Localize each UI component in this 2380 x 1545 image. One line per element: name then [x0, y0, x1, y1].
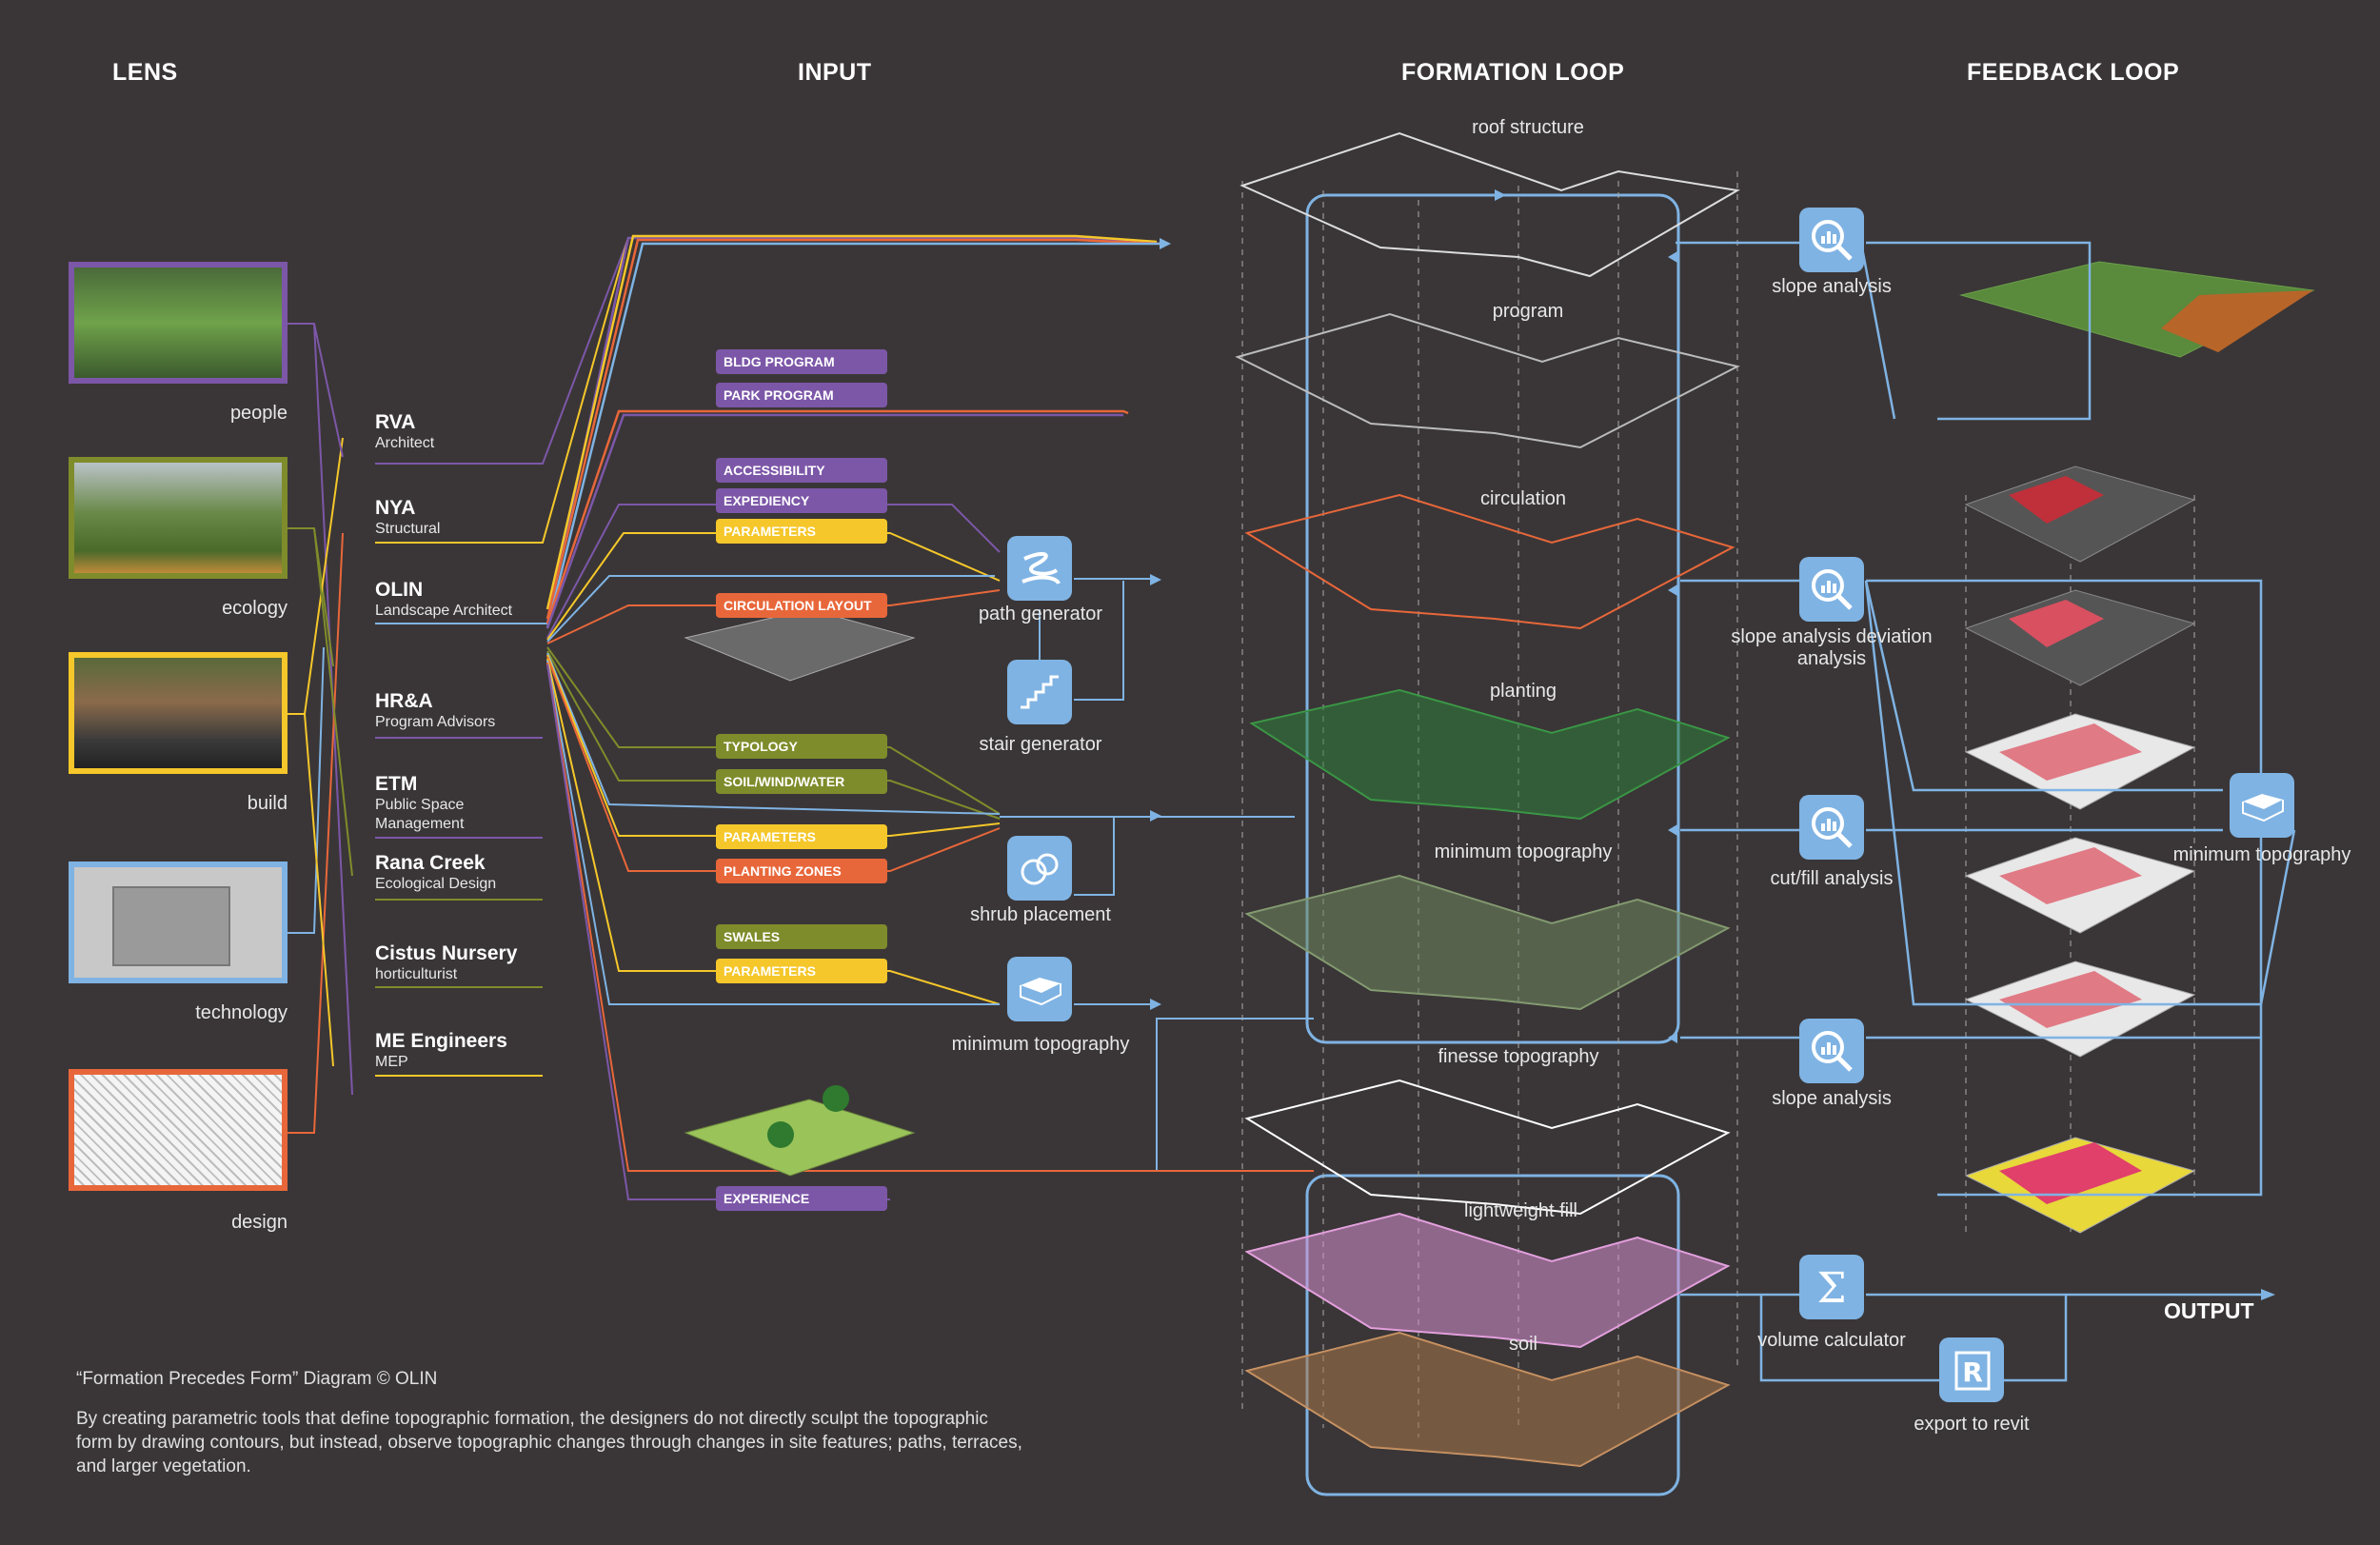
firm-name: OLIN — [375, 579, 424, 601]
lens-technology-screenshot — [69, 862, 288, 983]
firm-name: HR&A — [375, 690, 433, 712]
minimum-topography-icon — [2230, 773, 2294, 838]
tag-expediency: EXPEDIENCY — [716, 488, 887, 513]
diagram-description: By creating parametric tools that define… — [76, 1409, 1022, 1476]
revit-icon: R — [1939, 1337, 2004, 1402]
lens-build-label: build — [247, 793, 288, 814]
slope-analysis-icon — [1799, 1019, 1864, 1083]
firm-nya: NYA Structural — [375, 497, 440, 539]
layer-finesse-topography: finesse topography — [1438, 1046, 1599, 1067]
tag-bldg-program: BLDG PROGRAM — [716, 349, 887, 374]
firm-hra: HR&A Program Advisors — [375, 690, 495, 732]
firm-name: ETM — [375, 773, 418, 795]
minimum-topography-tool-icon — [1007, 957, 1072, 1021]
tag-parameters: PARAMETERS — [716, 519, 887, 544]
slope-deviation-analysis-icon — [1799, 557, 1864, 622]
svg-text:Σ: Σ — [1816, 1264, 1846, 1313]
stair-generator-icon — [1007, 660, 1072, 724]
layer-minimum-topography: minimum topography — [1434, 842, 1613, 862]
minimum-topography-tool-label: minimum topography — [951, 1034, 1130, 1055]
tag-accessibility: ACCESSIBILITY — [716, 458, 887, 483]
tag-parameters: PARAMETERS — [716, 824, 887, 849]
layer-roof-structure: roof structure — [1472, 117, 1584, 138]
path-generator-label: path generator — [978, 604, 1103, 624]
header-feedback-loop: FEEDBACK LOOP — [1967, 59, 2180, 86]
tag-experience: EXPERIENCE — [716, 1186, 887, 1211]
diagram-caption: “Formation Precedes Form” Diagram © OLIN — [76, 1369, 438, 1389]
svg-text:R: R — [1962, 1357, 1983, 1388]
slope-deviation-analysis-label: slope analysis deviation analysis — [1731, 626, 1933, 669]
lens-ecology-label: ecology — [222, 598, 288, 619]
lens-design-sketch — [69, 1069, 288, 1191]
tag-swales: SWALES — [716, 924, 887, 949]
volume-calculator-label: volume calculator — [1757, 1330, 1906, 1351]
minimum-topography-right-label: minimum topography — [2172, 844, 2351, 865]
slope-analysis-label-2: slope analysis — [1772, 1088, 1892, 1109]
firm-name: NYA — [375, 497, 416, 519]
tag-parameters: PARAMETERS — [716, 959, 887, 983]
firm-role: Program Advisors — [375, 714, 496, 730]
tag-soil-wind-water: SOIL/WIND/WATER — [716, 769, 887, 794]
firm-role: MEP — [375, 1054, 408, 1070]
firm-rva: RVA Architect — [375, 411, 434, 453]
firm-name: ME Engineers — [375, 1030, 507, 1052]
header-formation-loop: FORMATION LOOP — [1401, 59, 1625, 86]
firm-cistus-nursery: Cistus Nursery horticulturist — [375, 942, 517, 984]
firm-olin: OLIN Landscape Architect — [375, 579, 512, 621]
lens-people-label: people — [229, 403, 288, 424]
cut-fill-analysis-label: cut/fill analysis — [1770, 868, 1894, 889]
cut-fill-analysis-icon — [1799, 795, 1864, 860]
layer-circulation: circulation — [1479, 488, 1567, 509]
shrub-placement-icon — [1007, 836, 1072, 901]
export-to-revit-label: export to revit — [1914, 1414, 2030, 1435]
layer-program: program — [1492, 301, 1564, 322]
header-input: INPUT — [798, 59, 872, 86]
tag-circulation-layout: CIRCULATION LAYOUT — [716, 593, 887, 618]
sigma-icon: Σ — [1799, 1255, 1864, 1319]
output-label: OUTPUT — [2164, 1298, 2254, 1323]
lens-design-label: design — [231, 1212, 288, 1233]
slope-analysis-icon — [1799, 208, 1864, 272]
tag-planting-zones: PLANTING ZONES — [716, 859, 887, 883]
layer-soil: soil — [1508, 1334, 1537, 1355]
lens-people-photo — [69, 262, 288, 384]
header-lens: LENS — [112, 59, 178, 86]
lens-build-photo — [69, 652, 288, 774]
firm-role: Public Space Management — [375, 797, 465, 832]
slope-analysis-label: slope analysis — [1772, 276, 1892, 297]
path-generator-icon — [1007, 536, 1072, 601]
firm-role: horticulturist — [375, 966, 458, 982]
firm-name: Rana Creek — [375, 852, 486, 874]
shrub-placement-label: shrub placement — [970, 904, 1111, 925]
firm-role: Structural — [375, 521, 441, 537]
firm-role: Landscape Architect — [375, 603, 513, 619]
stair-generator-label: stair generator — [979, 734, 1102, 755]
layer-lightweight-fill: lightweight fill — [1464, 1200, 1577, 1221]
firm-name: RVA — [375, 411, 416, 433]
firm-name: Cistus Nursery — [375, 942, 518, 964]
lens-technology-label: technology — [195, 1002, 288, 1023]
lens-ecology-photo — [69, 457, 288, 579]
layer-planting: planting — [1489, 681, 1557, 702]
firm-role: Architect — [375, 435, 435, 451]
tag-park-program: PARK PROGRAM — [716, 383, 887, 407]
tag-typology: TYPOLOGY — [716, 734, 887, 759]
firm-role: Ecological Design — [375, 876, 497, 892]
